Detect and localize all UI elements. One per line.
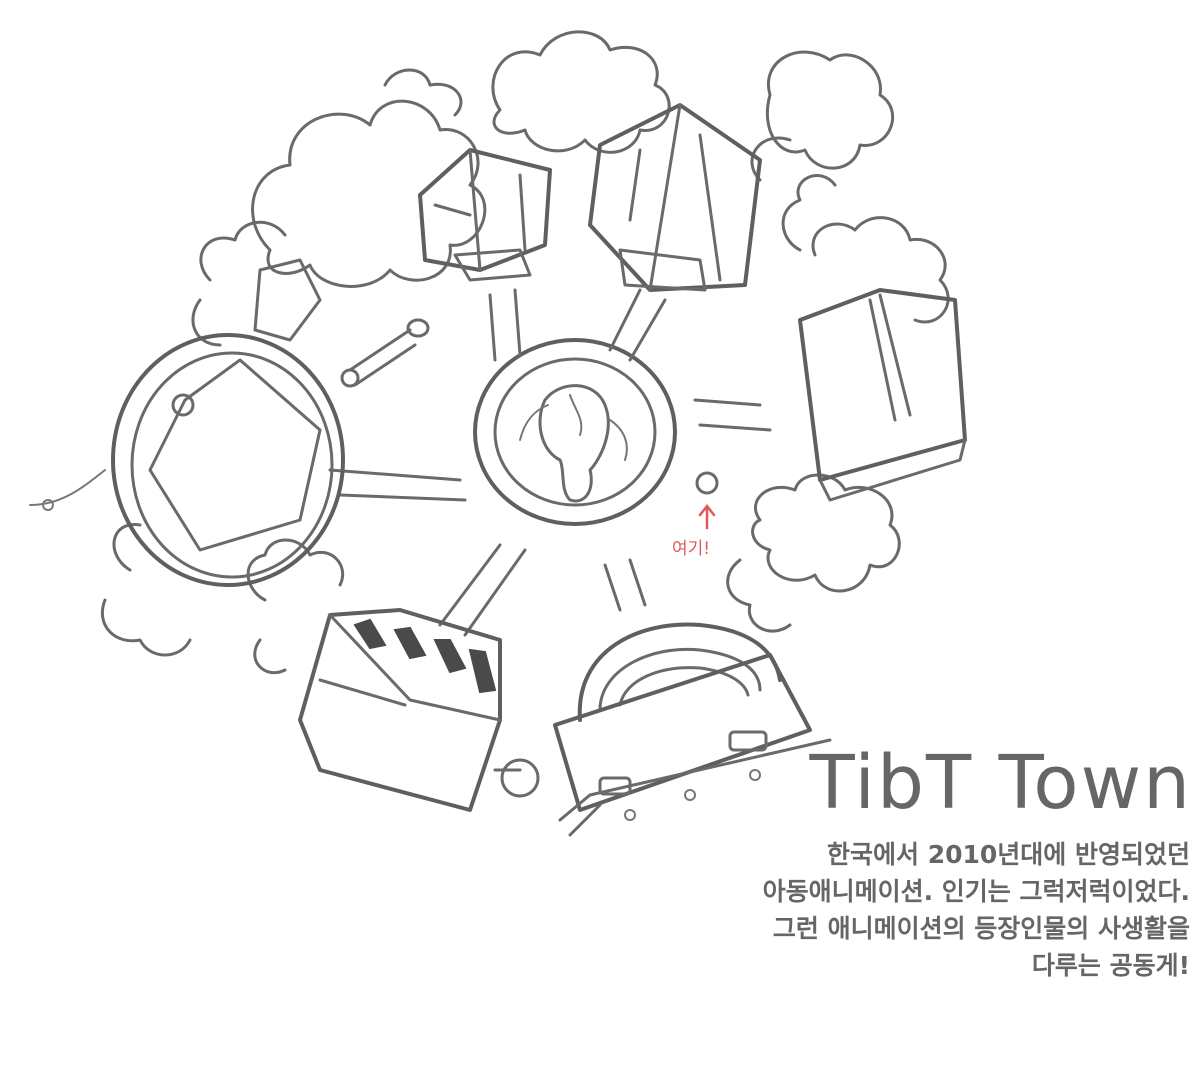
- round-building-left: [29, 258, 345, 587]
- striped-building-bottom-left: [298, 608, 540, 812]
- bench-small: [340, 318, 430, 388]
- house-top-left: [418, 148, 552, 282]
- location-marker: [695, 471, 719, 530]
- dome-building-bottom-right: [553, 622, 832, 837]
- tree-clouds: [101, 30, 950, 675]
- marker-label: 여기!: [672, 539, 711, 559]
- center-plaza: [473, 338, 677, 526]
- description-line: 그런 애니메이션의 등장인물의 사생활을: [772, 914, 1190, 943]
- description-line: 다루는 공동게!: [1031, 951, 1190, 980]
- description-line: 한국에서 2010년대에 반영되었던: [827, 840, 1190, 869]
- house-top-right: [588, 103, 762, 292]
- house-right-box: [798, 288, 967, 502]
- description: 한국에서 2010년대에 반영되었던 아동애니메이션. 인기는 그럭저럭이었다.…: [570, 836, 1190, 984]
- radial-paths: [328, 288, 772, 637]
- description-line: 아동애니메이션. 인기는 그럭저럭이었다.: [762, 877, 1190, 906]
- page-title: TibT Town: [809, 740, 1192, 826]
